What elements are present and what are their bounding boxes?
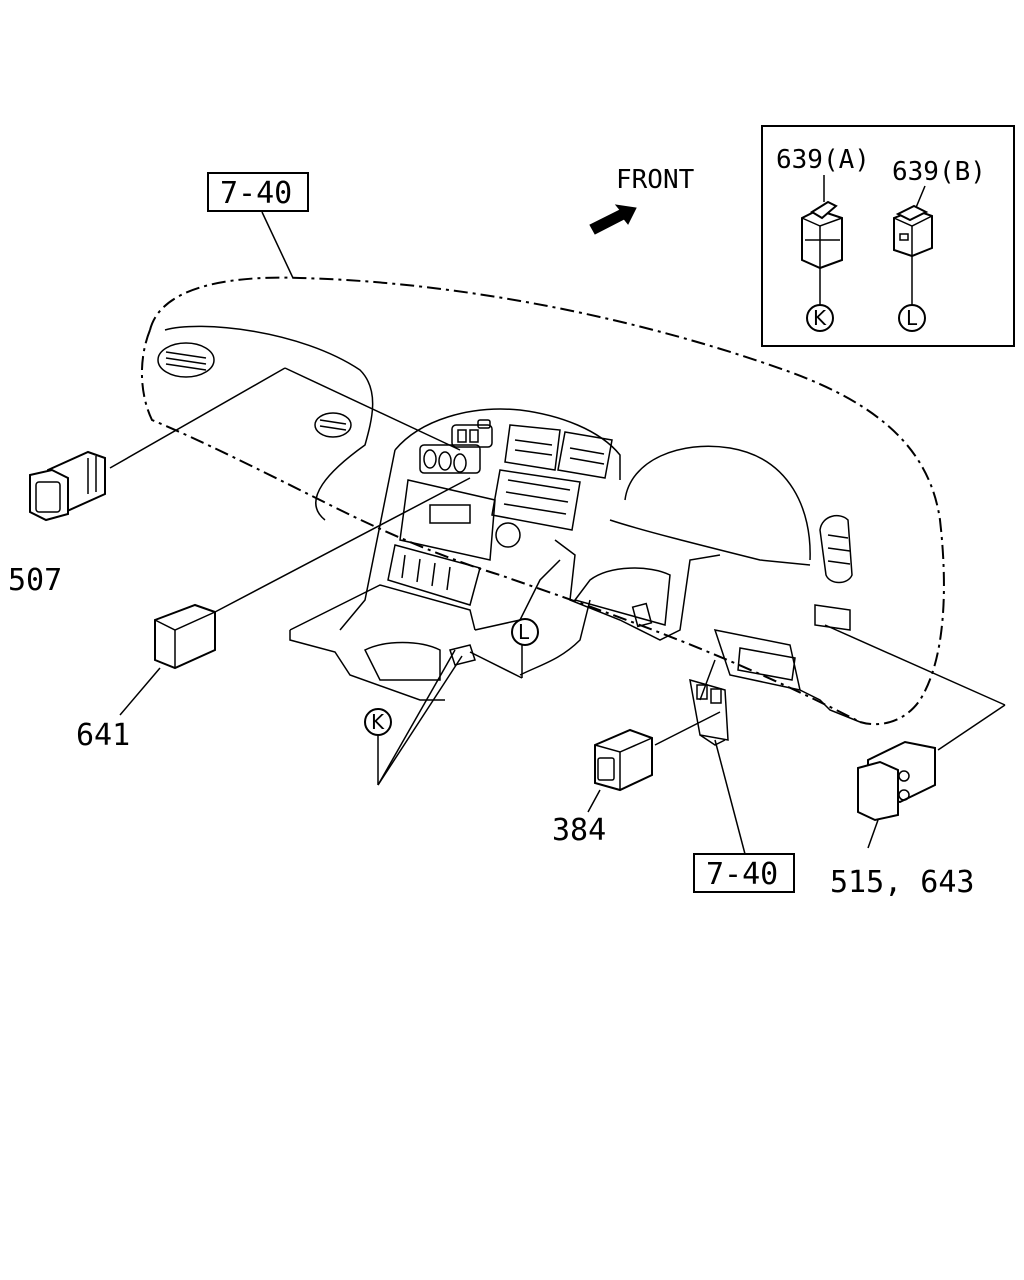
- marker-l-dash[interactable]: L: [469, 618, 539, 679]
- part-515-643-label: 515, 643: [830, 865, 975, 900]
- marker-l-dash-label: L: [518, 620, 530, 644]
- floor-console: [289, 539, 721, 701]
- part-641-label: 641: [76, 718, 130, 753]
- part-639a-label: 639(A): [776, 145, 870, 175]
- part-384-label: 384: [552, 813, 606, 848]
- switch-bracket: [689, 678, 729, 746]
- part-515-643-switch[interactable]: 515, 643: [824, 624, 1006, 900]
- center-left-vent: [314, 412, 352, 438]
- left-vent: [157, 342, 215, 378]
- center-console: [339, 408, 621, 631]
- reference-box-top[interactable]: 7-40: [207, 172, 309, 212]
- part-507-label: 507: [8, 563, 62, 598]
- lower-dash-bay: [699, 629, 861, 723]
- dashboard-outline: [141, 211, 945, 746]
- reference-bottom-label: 7-40: [706, 857, 778, 892]
- reference-box-bottom[interactable]: 7-40: [693, 739, 795, 893]
- front-direction-indicator: FRONT: [589, 165, 695, 235]
- front-label: FRONT: [616, 165, 695, 195]
- inset-switch-variants: 639(A) K 639(B) L: [761, 125, 1015, 347]
- reference-top-label: 7-40: [220, 176, 292, 211]
- instrument-cluster: [609, 445, 853, 631]
- part-639a-switch[interactable]: 639(A) K: [776, 145, 870, 332]
- marker-k-dash[interactable]: K: [364, 649, 463, 786]
- part-507-switch[interactable]: 507: [8, 367, 461, 598]
- front-arrow-icon: [589, 204, 637, 235]
- inset-l-label: L: [906, 306, 918, 330]
- part-639b-label: 639(B): [892, 157, 986, 187]
- part-639b-switch[interactable]: 639(B) L: [892, 157, 986, 332]
- marker-k-dash-label: K: [371, 710, 385, 734]
- inset-k-label: K: [813, 306, 827, 330]
- part-384-switch[interactable]: 384: [552, 711, 721, 848]
- part-641-switch[interactable]: 641: [76, 477, 471, 753]
